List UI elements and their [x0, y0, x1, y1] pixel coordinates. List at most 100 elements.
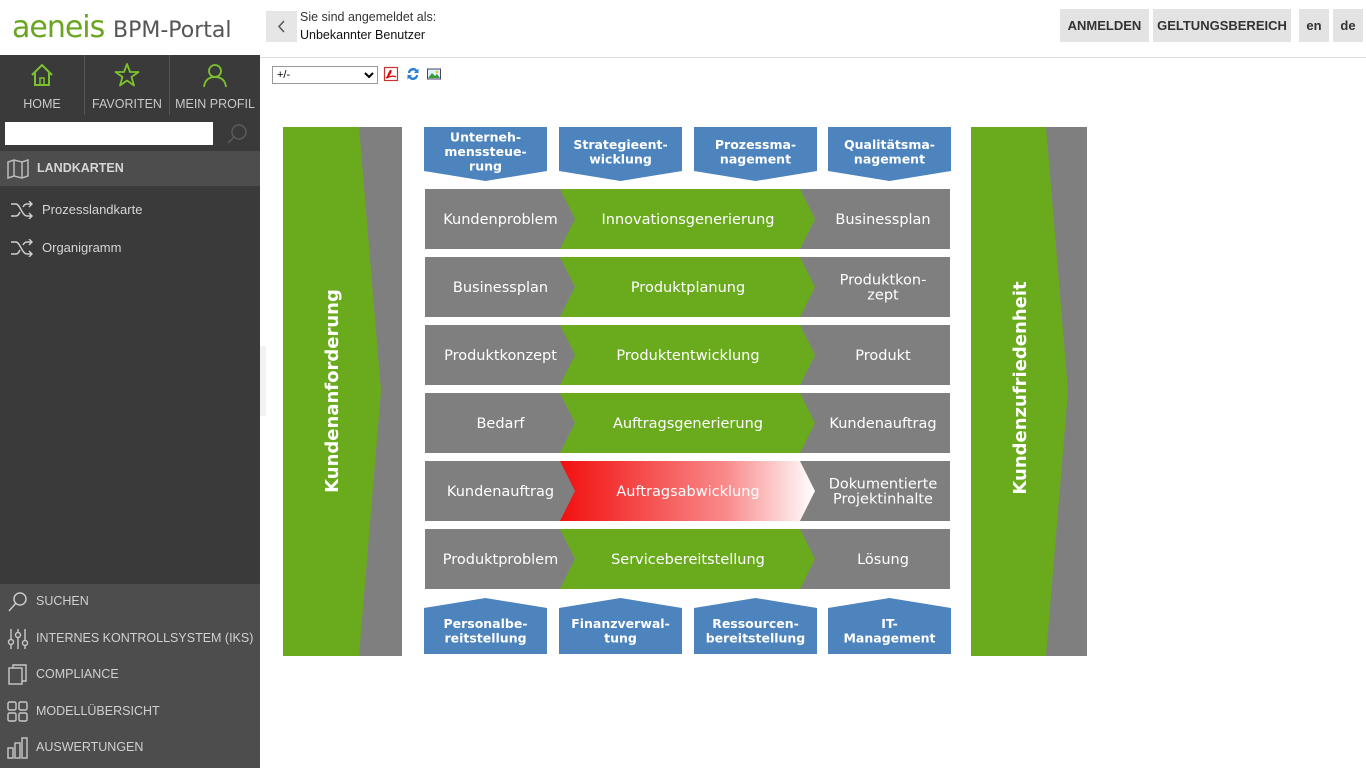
right-band-label: Kundenzufriedenheit — [1010, 281, 1031, 495]
management-process-label: rung — [469, 159, 502, 174]
process-label: Produktplanung — [631, 280, 745, 296]
sidebar-collapse-handle[interactable] — [260, 346, 266, 416]
zoom-select[interactable]: +/- — [272, 66, 378, 84]
logo[interactable]: aeneis BPM-Portal — [0, 0, 260, 55]
sidebar-item-label: Organigramm — [42, 240, 122, 255]
process-chevron[interactable]: Produktplanung — [560, 257, 815, 317]
management-process-label: nagement — [854, 151, 925, 166]
landkarten-title: LANDKARTEN — [37, 161, 124, 175]
left-band-customer-requirement[interactable]: Kundenanforderung — [283, 127, 402, 656]
management-process-box[interactable]: Unterneh-menssteue-rung — [424, 127, 547, 181]
process-input[interactable]: Bedarf — [476, 416, 525, 432]
shuffle-icon — [11, 201, 33, 219]
process-chevron-shape — [560, 189, 815, 249]
management-process-box[interactable]: Prozessma-nagement — [694, 127, 817, 181]
support-process-box[interactable]: Ressourcen-bereitstellung — [694, 598, 817, 654]
process-chevron[interactable]: Servicebereitstellung — [560, 529, 815, 589]
process-output-label: Projektinhalte — [833, 492, 933, 508]
refresh-icon[interactable] — [405, 66, 421, 82]
process-label: Servicebereitstellung — [611, 552, 765, 568]
process-input-label: Kundenauftrag — [447, 484, 554, 500]
nav-compliance-label: COMPLIANCE — [36, 667, 119, 681]
process-input-label: Kundenproblem — [443, 212, 557, 228]
documents-icon — [8, 664, 27, 685]
process-output[interactable]: Lösung — [857, 552, 909, 568]
nav-modelluebersicht-label: MODELLÜBERSICHT — [36, 704, 160, 718]
favorites-button[interactable]: FAVORITEN — [85, 55, 170, 115]
process-row: Auftragsgenerierung Bedarf Kundenauftrag — [425, 393, 950, 453]
lang-en-button[interactable]: en — [1299, 9, 1329, 42]
management-process-box[interactable]: Strategieent-wicklung — [559, 127, 682, 181]
favorites-label: FAVORITEN — [92, 97, 162, 111]
my-profile-button[interactable]: MEIN PROFIL — [170, 55, 260, 115]
process-input[interactable]: Businessplan — [453, 280, 548, 296]
nav-iks-label: INTERNES KONTROLLSYSTEM (IKS) — [36, 631, 254, 645]
process-label: Auftragsabwicklung — [616, 484, 759, 500]
process-row: Produktplanung Businessplan Produktkon-zep… — [425, 257, 950, 317]
nav-suchen[interactable]: SUCHEN — [0, 584, 260, 618]
pdf-export-icon[interactable] — [383, 66, 399, 82]
process-chevron[interactable]: Innovationsgenerierung — [560, 189, 815, 249]
process-output-label: zept — [867, 288, 899, 304]
process-output[interactable]: Produktkon-zept — [840, 273, 927, 304]
support-process-label: bereitstellung — [706, 630, 806, 645]
support-process-label: Management — [843, 630, 935, 645]
support-process-box[interactable]: IT-Management — [828, 598, 951, 654]
process-row: Servicebereitstellung Produktproblem Lösun… — [425, 529, 950, 589]
support-process-label: IT- — [881, 616, 898, 631]
process-chevron-shape — [560, 257, 815, 317]
search-icon[interactable] — [222, 122, 252, 146]
process-output[interactable]: Produkt — [855, 348, 911, 364]
process-label: Auftragsgenerierung — [613, 416, 763, 432]
process-output-label: Kundenauftrag — [829, 416, 936, 432]
search-input[interactable] — [5, 122, 213, 145]
nav-compliance[interactable]: COMPLIANCE — [0, 657, 260, 691]
nav-modelluebersicht[interactable]: MODELLÜBERSICHT — [0, 694, 260, 728]
lang-de-button[interactable]: de — [1333, 9, 1363, 42]
chevron-left-icon — [277, 20, 285, 33]
process-input[interactable]: Produktkonzept — [444, 348, 557, 364]
login-button[interactable]: ANMELDEN — [1060, 9, 1149, 42]
support-process-shape — [559, 598, 682, 654]
bottom-navigation: SUCHEN INTERNES KONTROLLSYSTEM (IKS) COM… — [0, 584, 260, 768]
sidebar-item-prozesslandkarte[interactable]: Prozesslandkarte — [0, 195, 260, 225]
support-process-label: Finanzverwal- — [571, 616, 670, 631]
sidebar-item-organigramm[interactable]: Organigramm — [0, 233, 260, 263]
process-input-label: Produktkonzept — [444, 348, 557, 364]
login-user-name: Unbekannter Benutzer — [300, 28, 426, 42]
support-process-box[interactable]: Finanzverwal-tung — [559, 598, 682, 654]
landkarten-section-header[interactable]: LANDKARTEN — [0, 151, 260, 186]
home-button[interactable]: HOME — [0, 55, 85, 115]
process-chevron[interactable]: Auftragsabwicklung — [560, 461, 815, 521]
back-button[interactable] — [266, 11, 297, 42]
user-icon — [203, 64, 227, 88]
process-input[interactable]: Kundenproblem — [443, 212, 557, 228]
nav-iks[interactable]: INTERNES KONTROLLSYSTEM (IKS) — [0, 621, 260, 655]
nav-auswertungen-label: AUSWERTUNGEN — [36, 740, 144, 754]
right-band-customer-satisfaction[interactable]: Kundenzufriedenheit — [971, 127, 1087, 656]
support-process-box[interactable]: Personalbe-reitstellung — [424, 598, 547, 654]
header: Sie sind angemeldet als: Unbekannter Ben… — [260, 0, 1366, 58]
process-output[interactable]: Businessplan — [835, 212, 930, 228]
process-output[interactable]: Kundenauftrag — [829, 416, 936, 432]
management-process-label: nagement — [720, 151, 791, 166]
process-input[interactable]: Kundenauftrag — [447, 484, 554, 500]
management-process-shape — [828, 127, 951, 181]
nav-auswertungen[interactable]: AUSWERTUNGEN — [0, 730, 260, 764]
management-process-box[interactable]: Qualitätsma-nagement — [828, 127, 951, 181]
image-export-icon[interactable] — [426, 66, 442, 82]
process-label: Produktentwicklung — [616, 348, 759, 364]
scope-button[interactable]: GELTUNGSBEREICH — [1153, 9, 1291, 42]
process-chevron[interactable]: Auftragsgenerierung — [560, 393, 815, 453]
sidebar-search — [0, 117, 260, 151]
process-chevron-shape — [560, 393, 815, 453]
management-process-label: menssteue- — [444, 144, 526, 159]
home-icon — [31, 63, 53, 86]
process-chevron[interactable]: Produktentwicklung — [560, 325, 815, 385]
process-row: Auftragsabwicklung Kundenauftrag Dokumenti… — [425, 461, 950, 521]
right-band-arrow — [971, 127, 1068, 656]
process-input[interactable]: Produktproblem — [443, 552, 558, 568]
